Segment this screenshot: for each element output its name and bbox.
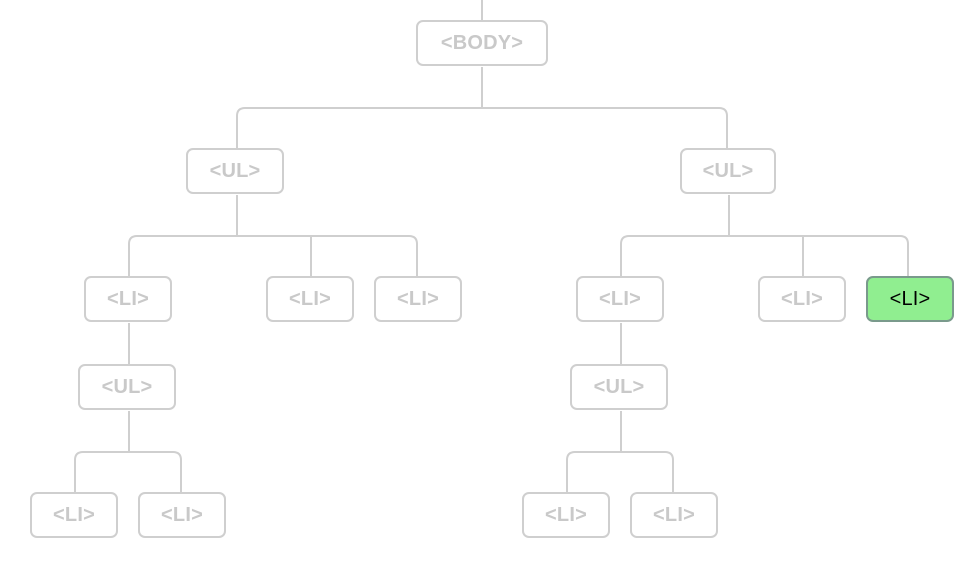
edge-ul-right-li-r1 <box>620 195 730 277</box>
edge-ul-right-li-r2 <box>729 235 804 277</box>
edge-ul-r1-li-r1a <box>566 411 622 493</box>
edge-ul-r1-li-r1b <box>621 451 674 493</box>
node-li-right-nested-1[interactable]: <LI> <box>522 492 610 538</box>
node-li-right-1[interactable]: <LI> <box>576 276 664 322</box>
edge-body-ul-right <box>482 107 728 149</box>
node-ul-right[interactable]: <UL> <box>680 148 776 194</box>
node-li-right-3-highlighted[interactable]: <LI> <box>866 276 954 322</box>
node-li-left-2[interactable]: <LI> <box>266 276 354 322</box>
edge-body-ul-left <box>236 67 483 149</box>
node-li-left-1[interactable]: <LI> <box>84 276 172 322</box>
node-li-left-nested-2[interactable]: <LI> <box>138 492 226 538</box>
edge-ul-left-li-l1 <box>128 195 238 277</box>
node-li-right-nested-2[interactable]: <LI> <box>630 492 718 538</box>
node-ul-right-nested[interactable]: <UL> <box>570 364 668 410</box>
edge-ul-left-li-l2 <box>237 235 312 277</box>
edge-ul-right-li-r3 <box>803 235 909 277</box>
node-li-left-3[interactable]: <LI> <box>374 276 462 322</box>
edge-ul-left-li-l3 <box>311 235 418 277</box>
node-ul-left-nested[interactable]: <UL> <box>78 364 176 410</box>
node-li-left-nested-1[interactable]: <LI> <box>30 492 118 538</box>
edge-ul-l1-li-l1b <box>129 451 182 493</box>
node-li-right-2[interactable]: <LI> <box>758 276 846 322</box>
node-ul-left[interactable]: <UL> <box>186 148 284 194</box>
edge-ul-l1-li-l1a <box>74 411 130 493</box>
node-body[interactable]: <BODY> <box>416 20 548 66</box>
